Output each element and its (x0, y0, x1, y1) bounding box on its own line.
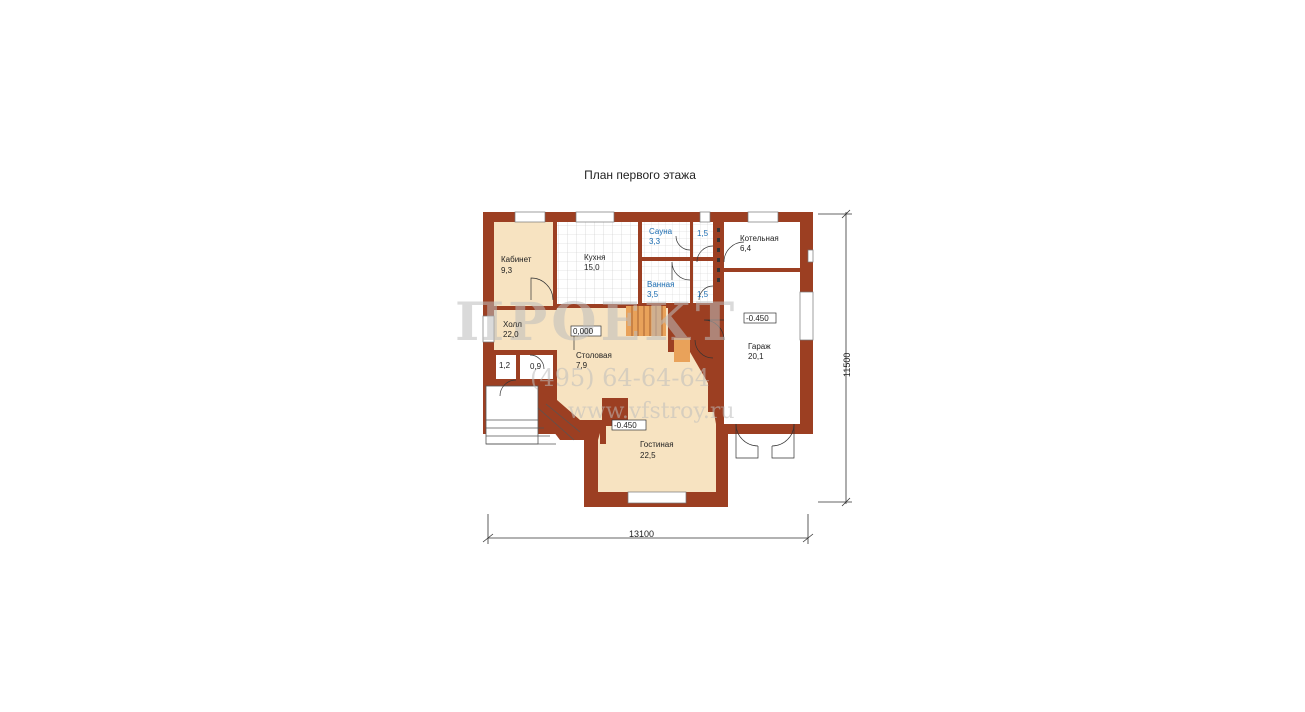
room-floors (485, 222, 800, 492)
windows (482, 211, 814, 504)
level-living: -0.450 (614, 421, 637, 430)
bath-floor (642, 261, 690, 303)
boiler-floor (724, 222, 800, 268)
width-dimension: 13100 (629, 529, 654, 539)
closet1-floor (496, 355, 516, 379)
boiler-name: Котельная (740, 234, 779, 243)
room-labels: Кабинет 9,3 Кухня 15,0 Сауна 3,3 1,5 Ван… (499, 227, 779, 460)
closet1-area: 1,2 (499, 361, 511, 370)
dimension-lines (482, 209, 852, 544)
doors (499, 235, 795, 459)
height-dimension: 11500 (842, 353, 852, 377)
dining-area: 7,9 (576, 361, 588, 370)
cabinet-area: 9,3 (501, 266, 513, 275)
living-area: 22,5 (640, 451, 656, 460)
closet2-area: 0,9 (530, 362, 542, 371)
watermark: ПРОЕКТ (495) 64-64-64 www.vfstroy.ru (455, 292, 738, 424)
plan-title: План первого этажа (584, 168, 696, 182)
sauna-small-floor (693, 222, 713, 257)
watermark-logo: ПРОЕКТ (455, 292, 738, 353)
living-floor (598, 402, 716, 492)
watermark-site: www.vfstroy.ru (568, 399, 735, 424)
cabinet-floor (494, 222, 553, 306)
boiler-vent (717, 228, 720, 282)
garage-floor (724, 272, 800, 424)
boiler-area: 6,4 (740, 244, 752, 253)
hall-area: 22,0 (503, 330, 519, 339)
interior-walls (494, 222, 800, 444)
sauna-small-area: 1,5 (697, 229, 709, 238)
sauna-floor (642, 222, 690, 257)
kitchen-area: 15,0 (584, 263, 600, 272)
bath-area: 3,5 (647, 290, 659, 299)
kitchen-floor (557, 222, 638, 304)
bath-small-floor (693, 261, 713, 303)
living-name: Гостиная (640, 440, 674, 449)
kitchen-name: Кухня (584, 253, 605, 262)
hall-name: Холл (503, 320, 522, 329)
sauna-name: Сауна (649, 227, 673, 236)
closet2-floor (520, 355, 553, 379)
cabinet-name: Кабинет (501, 255, 532, 264)
garage-name: Гараж (748, 342, 771, 351)
dining-name: Столовая (576, 351, 612, 360)
bath-small-area: 1,5 (697, 290, 709, 299)
sauna-area: 3,3 (649, 237, 661, 246)
watermark-phone: (495) 64-64-64 (530, 364, 710, 392)
garage-area: 20,1 (748, 352, 764, 361)
level-garage: -0.450 (746, 314, 769, 323)
dimension-labels: 13100 11500 (629, 353, 852, 539)
porch (485, 385, 539, 445)
level-main: 0,000 (573, 327, 594, 336)
level-marks (570, 312, 777, 431)
stair (626, 306, 666, 336)
bath-name: Ванная (647, 280, 674, 289)
